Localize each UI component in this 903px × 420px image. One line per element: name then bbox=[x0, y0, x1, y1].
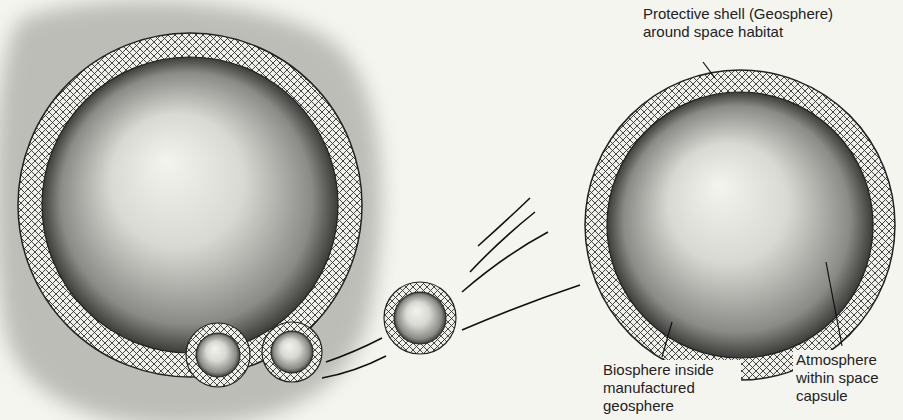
leader-line bbox=[662, 322, 672, 357]
motion-line bbox=[462, 285, 580, 330]
travelling-capsule-shell bbox=[384, 282, 456, 354]
callout-label: Protective shell (Geosphere) around spac… bbox=[640, 4, 861, 42]
travelling-capsule bbox=[394, 292, 446, 344]
protective-shell bbox=[585, 70, 895, 380]
motion-line bbox=[462, 232, 548, 292]
small-capsule-shell bbox=[186, 323, 250, 387]
small-capsule bbox=[196, 333, 240, 377]
leader-line bbox=[826, 262, 842, 346]
small-capsule-shell bbox=[262, 322, 322, 382]
motion-line bbox=[478, 198, 530, 246]
motion-line bbox=[470, 212, 535, 272]
protective-shell bbox=[18, 33, 362, 377]
leader-line bbox=[703, 62, 715, 78]
small-capsule bbox=[271, 331, 313, 373]
callout-label: Biosphere inside manufactured geosphere bbox=[600, 360, 741, 416]
motion-line bbox=[326, 338, 382, 362]
biosphere bbox=[42, 57, 338, 353]
halo bbox=[0, 1, 381, 420]
biosphere bbox=[607, 92, 873, 358]
motion-line bbox=[322, 356, 386, 378]
callout-label: Atmosphere within space capsule bbox=[793, 350, 899, 406]
